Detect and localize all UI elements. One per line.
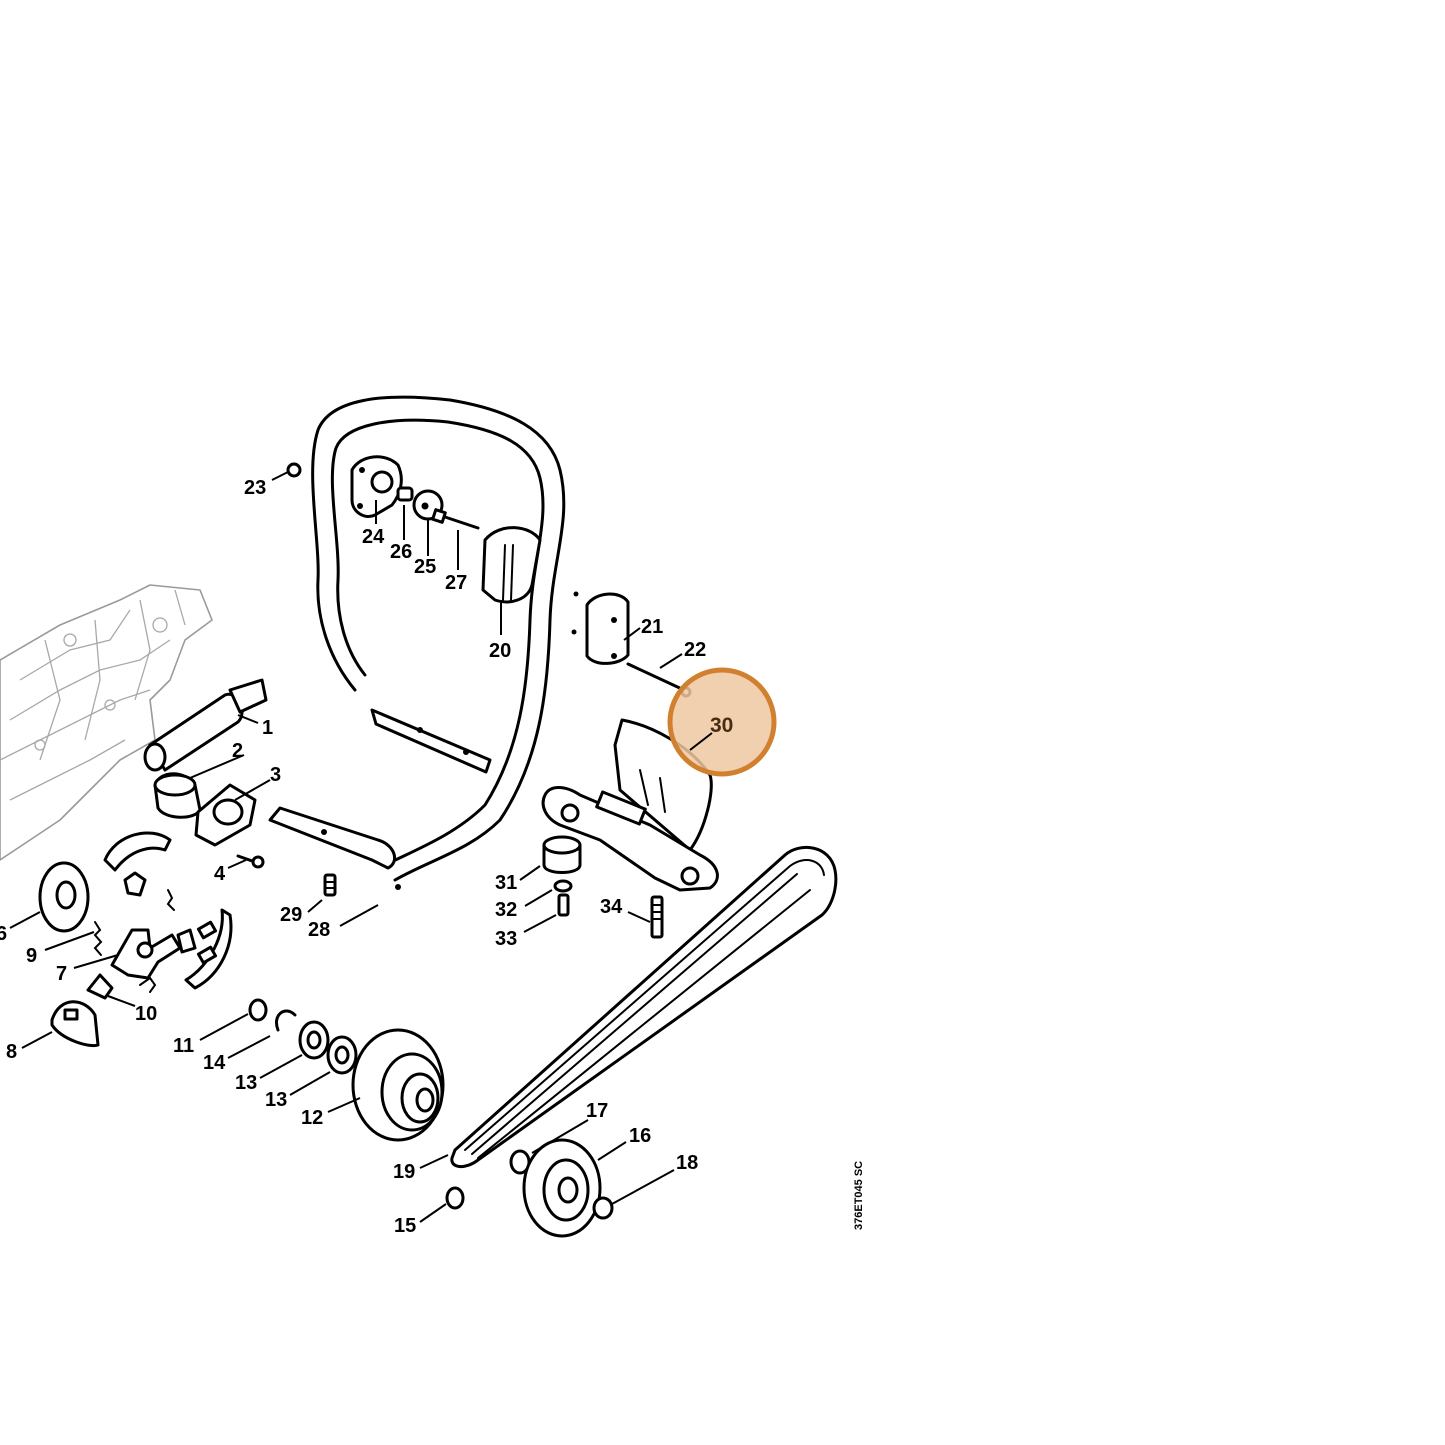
callout-29[interactable]: 29: [280, 904, 302, 926]
callout-21[interactable]: 21: [641, 616, 663, 638]
screw-33: [557, 893, 570, 917]
clutch-shoe-right: [184, 908, 233, 990]
callout-2[interactable]: 2: [232, 740, 243, 762]
callout-31[interactable]: 31: [495, 872, 517, 894]
clutch-carrier: [110, 928, 182, 980]
ring: [248, 998, 268, 1022]
ball-bearing-b: [326, 1035, 358, 1075]
spacer-sleeve: [396, 486, 414, 502]
callout-1[interactable]: 1: [262, 717, 273, 739]
spring-10: [139, 976, 157, 993]
callout-10[interactable]: 10: [135, 1003, 157, 1025]
leader-lines: [9, 471, 713, 1223]
lower-handle-tube: [268, 708, 492, 870]
rubber-mount: [542, 835, 582, 874]
callout-15[interactable]: 15: [394, 1215, 416, 1237]
screw: [431, 508, 480, 530]
document-code: 376ET045 SC: [853, 1161, 865, 1230]
clutch-hub: [153, 772, 202, 819]
washer-15: [445, 1186, 465, 1210]
callout-28[interactable]: 28: [308, 919, 330, 941]
callout-27[interactable]: 27: [445, 572, 467, 594]
callout-labels: 23 24 26 25 27 20 21 22 30 1 2 3 4 6 9 7…: [0, 477, 733, 1237]
clamp-shell: [585, 592, 630, 665]
spring-small: [166, 889, 175, 911]
circlip: [275, 1009, 297, 1032]
clutch-piece-10: [86, 973, 114, 1000]
callout-20[interactable]: 20: [489, 640, 511, 662]
callout-12[interactable]: 12: [301, 1107, 323, 1129]
callout-33[interactable]: 33: [495, 928, 517, 950]
long-bolt: [626, 662, 686, 692]
callout-7[interactable]: 7: [56, 963, 67, 985]
callout-30-highlighted[interactable]: 30: [710, 714, 733, 737]
callout-23[interactable]: 23: [244, 477, 266, 499]
nut-18: [592, 1196, 614, 1220]
tube-sleeve: [143, 678, 268, 772]
callout-8[interactable]: 8: [6, 1041, 17, 1063]
callout-17[interactable]: 17: [586, 1100, 608, 1122]
spring: [93, 921, 103, 956]
callout-26[interactable]: 26: [390, 541, 412, 563]
mounting-plate: [350, 455, 403, 518]
engine-housing: [0, 584, 213, 861]
callout-6[interactable]: 6: [0, 923, 7, 945]
bearing-housing: [194, 783, 257, 847]
callout-4[interactable]: 4: [214, 863, 226, 885]
grip-cover: [481, 526, 542, 604]
v-belt: [450, 846, 838, 1168]
callout-22[interactable]: 22: [684, 639, 706, 661]
callout-11[interactable]: 11: [173, 1035, 194, 1057]
highlight-circle[interactable]: [667, 667, 777, 777]
callout-13-a[interactable]: 13: [235, 1072, 257, 1094]
clutch-shoe-bottom: [50, 1000, 100, 1048]
screw-34: [650, 895, 664, 939]
callout-16[interactable]: 16: [629, 1125, 651, 1147]
clutch-disc: [38, 861, 90, 933]
callout-24[interactable]: 24: [362, 526, 385, 548]
callout-3[interactable]: 3: [270, 764, 281, 786]
callout-19[interactable]: 19: [393, 1161, 415, 1183]
washer: [553, 879, 573, 893]
support-bracket: [541, 786, 719, 892]
callout-13-b[interactable]: 13: [265, 1089, 287, 1111]
clutch-shoe-top: [103, 831, 172, 872]
callout-14[interactable]: 14: [203, 1052, 226, 1074]
screw-4: [236, 854, 265, 869]
belt-pulley: [522, 1138, 602, 1238]
screw-29: [323, 873, 337, 897]
clutch-drum: [351, 1028, 445, 1142]
callout-9[interactable]: 9: [26, 945, 37, 967]
nut: [286, 462, 302, 478]
callout-34[interactable]: 34: [600, 896, 623, 918]
clutch-link: [176, 928, 197, 954]
callout-32[interactable]: 32: [495, 899, 517, 921]
callout-18[interactable]: 18: [676, 1152, 698, 1174]
clutch-shoe-small: [123, 871, 147, 897]
ball-bearing-a: [298, 1020, 330, 1060]
callout-25[interactable]: 25: [414, 556, 436, 578]
